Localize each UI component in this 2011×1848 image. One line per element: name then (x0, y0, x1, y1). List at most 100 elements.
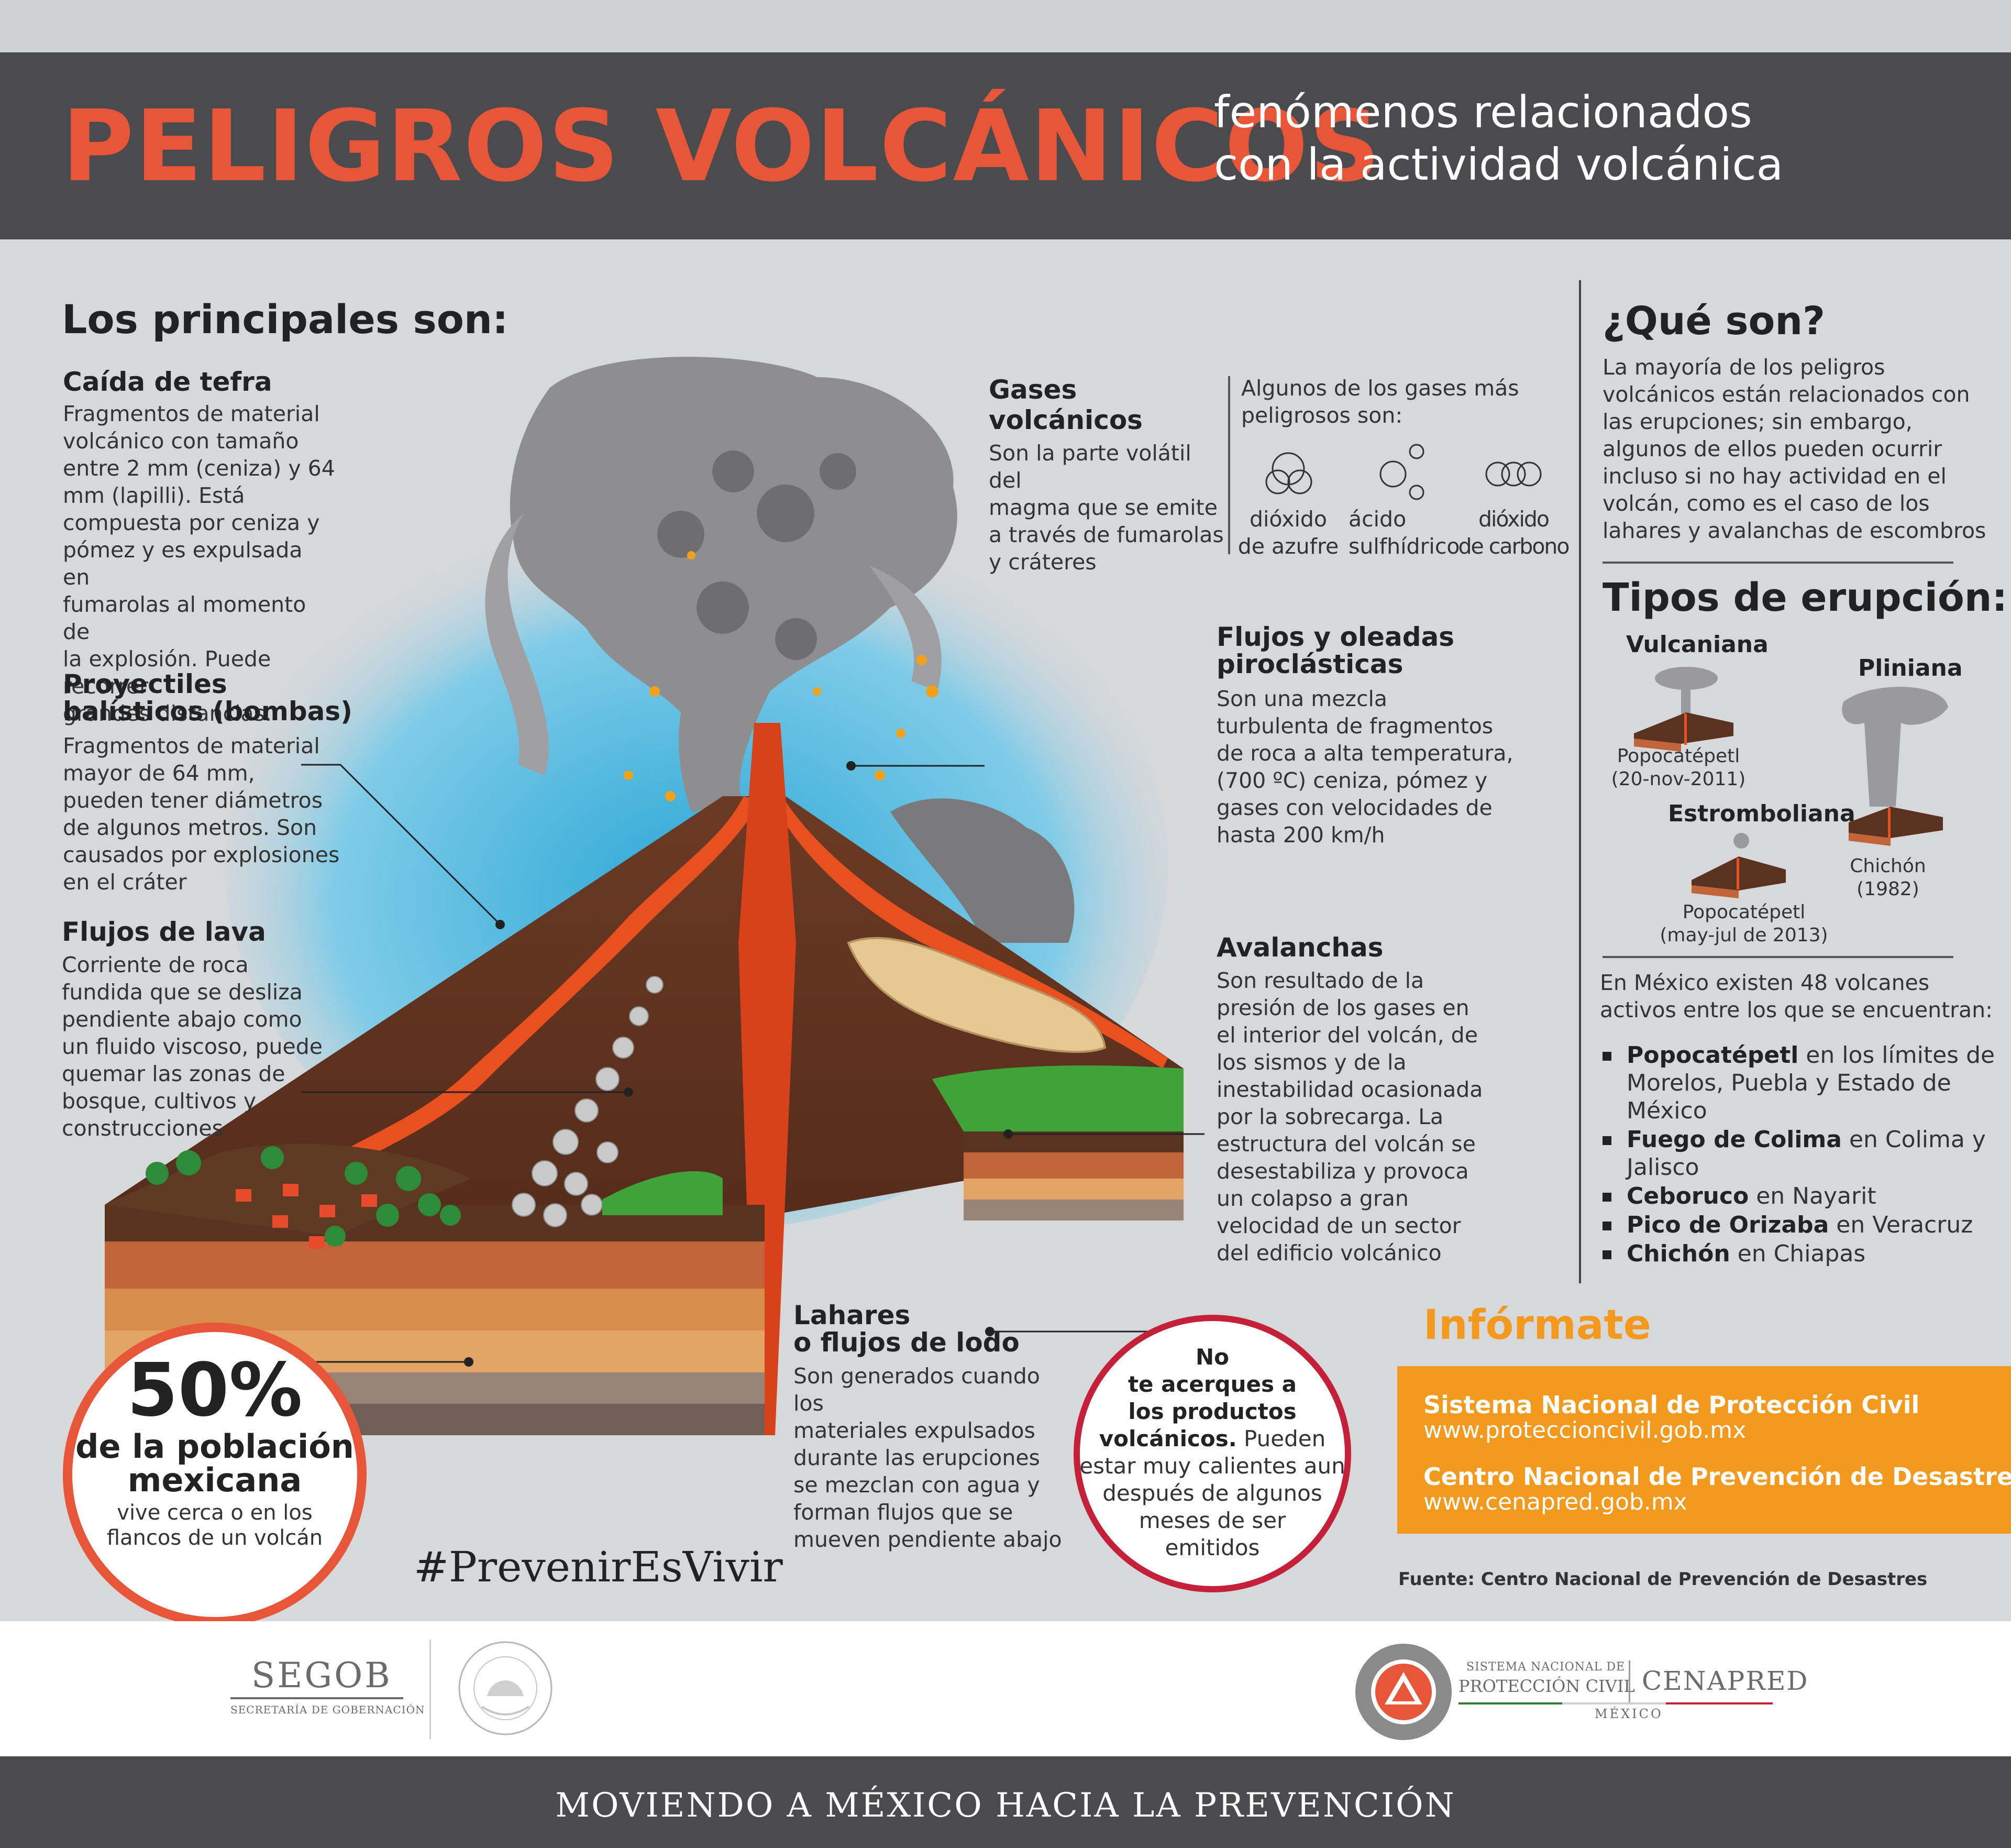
stat-percent: 50% (127, 1348, 303, 1433)
list-item: Chichón en Chiapas (1601, 1240, 2005, 1268)
subtitle-line-1: fenómenos relacionados (1214, 86, 1752, 138)
lahares-title-2: o flujos de lodo (793, 1327, 1020, 1358)
piroclasticos-description: Son una mezcla turbulenta de fragmentos … (1217, 685, 1552, 849)
cross-section-right (964, 1131, 1184, 1220)
cenapred-divider (1629, 1660, 1630, 1702)
lahar-rocks (512, 976, 664, 1227)
volcano-name: Chichón (1627, 1240, 1730, 1267)
activos-text: En México existen 48 volcanes activos en… (1600, 969, 1998, 1024)
subtitle-line-2: con la actividad volcánica (1214, 139, 1784, 190)
section-heading-principales: Los principales son: (62, 296, 509, 343)
list-item: Popocatépetl en los límites de Morelos, … (1601, 1041, 2005, 1125)
sidebar-rule-2 (1603, 956, 1953, 958)
piroclasticos-title-2: piroclásticas (1217, 649, 1404, 679)
ballistic-bombs (624, 551, 938, 801)
plume-shading (657, 450, 856, 660)
lahares-description: Son generados cuando los materiales expu… (793, 1362, 1066, 1553)
caida-line: compuesta por ceniza y (63, 510, 320, 535)
piroclasticos-title: Flujos y oleadas piroclásticas (1217, 623, 1552, 678)
gases-intro-line: peligrosos son: (1241, 403, 1403, 428)
volcano-name: Ceboruco (1627, 1183, 1749, 1209)
lahares-line: se mezclan con agua y (793, 1472, 1040, 1498)
tipo-pliniana-name: Pliniana (1858, 655, 1963, 681)
que-line: La mayoría de los peligros (1603, 355, 1885, 380)
que-line: volcán, como es el caso de los (1603, 491, 1930, 516)
source-note: Fuente: Centro Nacional de Prevención de… (1398, 1569, 1928, 1590)
page-title: PELIGROS VOLCÁNICOS (62, 89, 1382, 204)
list-item: Fuego de Colima en Colima y Jalisco (1601, 1126, 2005, 1181)
que-line: las erupciones; sin embargo, (1603, 409, 1913, 434)
avalanchas-line: por la sobrecarga. La (1217, 1104, 1444, 1129)
gas-label-line: sulfhídrico (1349, 534, 1460, 559)
logo-band (0, 1621, 2011, 1756)
avalanchas-line: los sismos y de la (1217, 1050, 1407, 1075)
volcano-location: en los límites de Morelos, Puebla y Esta… (1627, 1042, 1995, 1124)
stat-line-1: de la población (75, 1427, 354, 1466)
caida-line: la explosión. Puede recorrer (63, 646, 271, 699)
lava-line: Corriente de roca (62, 952, 249, 977)
segob-logo-text: SEGOB (251, 1655, 392, 1696)
leader-tefra (301, 764, 501, 926)
caida-line: Fragmentos de material (63, 401, 320, 426)
avalanchas-line: del edificio volcánico (1217, 1240, 1442, 1266)
eruption-types-illustration (1634, 667, 1948, 898)
volcano-list: Popocatépetl en los límites de Morelos, … (1601, 1041, 2005, 1269)
hashtag: #PrevenirEsVivir (414, 1543, 783, 1591)
gas-label-line: de carbono (1458, 534, 1570, 559)
org1-url-link[interactable]: www.proteccioncivil.gob.mx (1423, 1417, 1747, 1444)
lava-line: pendiente abajo como (62, 1007, 302, 1032)
org2-name: Centro Nacional de Prevención de Desastr… (1423, 1462, 2011, 1491)
gases-line: a través de fumarolas (989, 522, 1224, 547)
gas-label-line: de azufre (1237, 534, 1339, 559)
piroclasticos-line: gases con velocidades de (1217, 795, 1493, 820)
snpc-line-1: SISTEMA NACIONAL DE (1466, 1660, 1626, 1674)
piroclasticos-line: hasta 200 km/h (1217, 822, 1385, 848)
lahares-line: materiales expulsados (793, 1418, 1035, 1443)
volcano-illustration (105, 357, 1205, 1435)
proyectiles-line: pueden tener diámetros (63, 788, 323, 813)
lava-line: un fluido viscoso, puede (62, 1034, 323, 1059)
lava-description: Corriente de roca fundida que se desliza… (62, 951, 355, 1142)
warning-line: los productos (1128, 1399, 1297, 1424)
gas-label-line: dióxido (1249, 507, 1327, 532)
caida-line: pómez y es expulsada en (63, 537, 303, 590)
gas-label-line: dióxido (1478, 507, 1550, 532)
volcano-name: Fuego de Colima (1627, 1126, 1842, 1153)
caption-date: (1982) (1857, 878, 1919, 900)
warning-text: No te acerques a los productos volcánico… (1079, 1344, 1346, 1561)
stat-line-3: vive cerca o en los (117, 1501, 313, 1525)
flag-rule (1458, 1702, 1773, 1704)
gases-block: Gases volcánicos Son la parte volátil de… (989, 375, 1224, 576)
lahares-title: Lahares o flujos de lodo (793, 1302, 1066, 1356)
cenapred-logo-text: CENAPRED (1642, 1666, 1809, 1696)
forest-trees (146, 1146, 461, 1247)
que-line: algunos de ellos pueden ocurrir (1603, 436, 1942, 461)
national-seal-icon (458, 1641, 553, 1735)
que-line: lahares y avalanchas de escombros (1603, 518, 1986, 543)
proyectiles-line: de algunos metros. Son (63, 815, 317, 840)
hydrogen-sulfide-icon (1379, 444, 1424, 500)
gases-title: Gases volcánicos (989, 375, 1143, 435)
caida-line: mm (lapilli). Está (63, 483, 245, 508)
piroclasticos-line: de roca a alta temperatura, (1217, 741, 1513, 766)
warning-line: volcánicos. Pueden (1079, 1425, 1346, 1453)
estromboliana-illustration (1692, 833, 1786, 898)
footer-bar (0, 1756, 2011, 1848)
tipo-estromboliana-caption: Popocatépetl (may-jul de 2013) (1650, 901, 1838, 947)
lava-block: Flujos de lava Corriente de roca fundida… (62, 917, 355, 1142)
que-son-title: ¿Qué son? (1603, 299, 1825, 344)
gas-icons (1265, 444, 1542, 500)
piroclasticos-line: (700 ºC) ceniza, pómez y (1217, 768, 1488, 793)
avalanche-debris (847, 937, 1107, 1053)
org2-url-link[interactable]: www.cenapred.gob.mx (1423, 1489, 1687, 1515)
warning-line: te acerques a (1128, 1371, 1297, 1397)
sidebar-rule-1 (1603, 562, 1953, 564)
avalanchas-line: un colapso a gran (1217, 1186, 1409, 1211)
que-line: incluso si no hay actividad en el (1603, 464, 1947, 489)
volcano-location: en Chiapas (1730, 1240, 1866, 1267)
lava-line: bosque, cultivos y (62, 1088, 257, 1114)
gas-label-h2s: ácido sulfhídrico (1349, 505, 1474, 560)
gases-divider (1228, 376, 1230, 554)
sidebar-divider (1579, 280, 1581, 1283)
houses (236, 1184, 377, 1249)
